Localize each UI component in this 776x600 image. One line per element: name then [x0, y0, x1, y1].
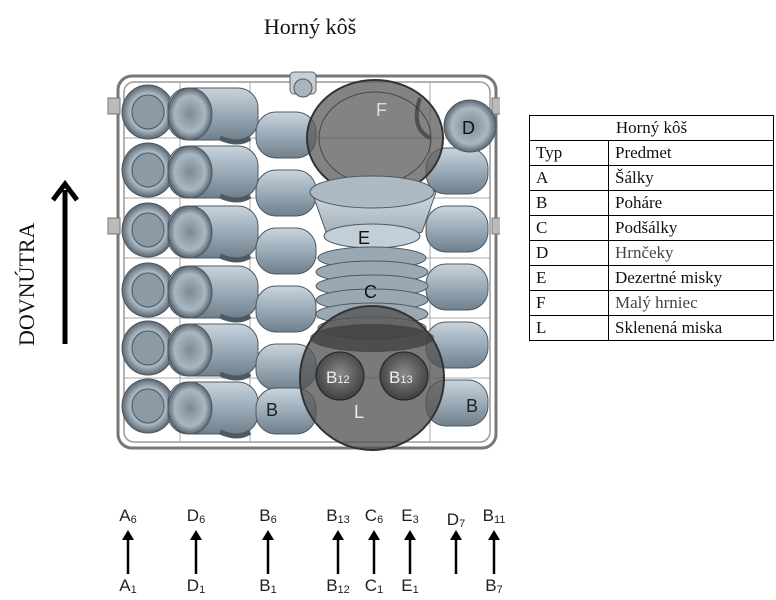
up-arrow-icon — [450, 530, 462, 574]
legend-title-row: Horný kôš — [529, 115, 774, 141]
column-top-label: B11 — [482, 506, 506, 526]
rack-label-d: D — [462, 118, 475, 138]
legend-title: Horný kôš — [529, 115, 774, 141]
side-label-dovnutra: DOVNÚTRA — [14, 222, 39, 346]
column-top-label: D6 — [186, 506, 206, 526]
legend-header-row: Typ Predmet — [529, 140, 774, 166]
legend-item: Malý hrniec — [608, 290, 774, 316]
legend-table: Horný kôš Typ Predmet A Šálky B Poháre C… — [529, 115, 774, 341]
column-bottom-label: D1 — [186, 576, 206, 596]
column-bottom-label: B12 — [326, 576, 350, 596]
rack-label-b-left: B — [266, 400, 278, 420]
rack-label-e: E — [358, 228, 370, 248]
legend-row: F Malý hrniec — [529, 290, 774, 316]
legend-typ: E — [529, 265, 609, 291]
column-bottom-label: C1 — [364, 576, 384, 596]
legend-typ: F — [529, 290, 609, 316]
legend-item: Hrnčeky — [608, 240, 774, 266]
rack-label-b12: B12 — [326, 368, 350, 387]
rack-label-b13: B13 — [389, 368, 413, 387]
legend-item: Šálky — [608, 165, 774, 191]
column-bottom-label: B1 — [259, 576, 277, 596]
column-top-label: B13 — [326, 506, 350, 526]
legend-item: Sklenená miska — [608, 315, 774, 341]
legend-typ: A — [529, 165, 609, 191]
legend-typ: B — [529, 190, 609, 216]
legend-row: B Poháre — [529, 190, 774, 216]
up-arrow-icon — [122, 530, 134, 574]
up-arrow-icon — [488, 530, 500, 574]
column-top-label: C6 — [364, 506, 384, 526]
up-arrow-icon — [51, 179, 79, 344]
up-arrow-icon — [332, 530, 344, 574]
loading-order-labels: A6 A1 D6 D1 B6 B1 B13 B12 C6 C1 E3 E1 D7… — [0, 500, 776, 600]
legend-header-typ: Typ — [529, 140, 609, 166]
up-arrow-icon — [368, 530, 380, 574]
legend-item: Dezertné misky — [608, 265, 774, 291]
up-arrow-icon — [190, 530, 202, 574]
column-top-label: A6 — [119, 506, 137, 526]
legend-header-item: Predmet — [608, 140, 774, 166]
up-arrow-icon — [262, 530, 274, 574]
legend-row: D Hrnčeky — [529, 240, 774, 266]
legend-typ: D — [529, 240, 609, 266]
legend-row: A Šálky — [529, 165, 774, 191]
legend-typ: L — [529, 315, 609, 341]
rack-label-l: L — [354, 402, 364, 422]
legend-row: E Dezertné misky — [529, 265, 774, 291]
column-bottom-label: B7 — [485, 576, 503, 596]
rack-label-b-right: B — [466, 396, 478, 416]
legend-row: L Sklenená miska — [529, 315, 774, 341]
up-arrow-icon — [404, 530, 416, 574]
legend-typ: C — [529, 215, 609, 241]
column-top-label: E3 — [401, 506, 419, 526]
rack-label-f: F — [376, 100, 387, 120]
rack-label-c: C — [364, 282, 377, 302]
legend-item: Poháre — [608, 190, 774, 216]
column-bottom-label: E1 — [401, 576, 419, 596]
legend-row: C Podšálky — [529, 215, 774, 241]
column-top-label: B6 — [259, 506, 277, 526]
page-title: Horný kôš — [263, 14, 357, 39]
legend-item: Podšálky — [608, 215, 774, 241]
upper-rack-illustration: B B D F E C B12 B13 L — [107, 71, 500, 451]
column-top-label: D7 — [446, 510, 466, 530]
column-bottom-label: A1 — [119, 576, 137, 596]
